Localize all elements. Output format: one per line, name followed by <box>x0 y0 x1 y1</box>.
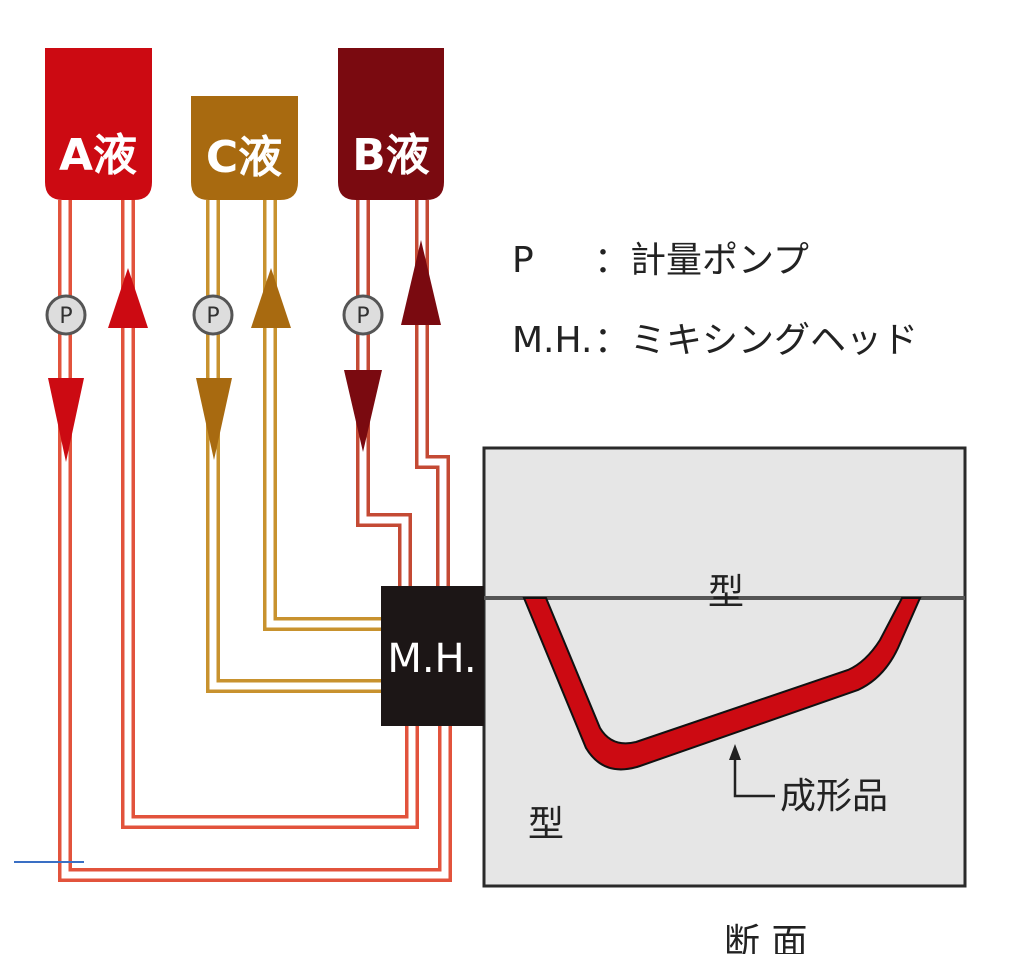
tank-a-body <box>45 48 152 200</box>
pump-a-symbol: P <box>59 304 72 329</box>
b-return-pipe <box>415 200 450 590</box>
c-return-pipe <box>263 200 385 631</box>
legend: P ：計量ポンプ M.H. ：ミキシングヘッド <box>512 240 918 361</box>
pump-circle-icon <box>45 294 87 336</box>
arrow-up-icon <box>729 744 741 760</box>
pump-c: P <box>192 294 234 336</box>
pump-b: P <box>342 294 384 336</box>
a-return-pipe <box>58 200 452 882</box>
legend-mh-desc: ：ミキシングヘッド <box>594 320 918 361</box>
legend-pump-key: P <box>512 240 534 281</box>
tank-a-label: A液 <box>59 130 137 181</box>
pump-circle-icon <box>342 294 384 336</box>
b-feed-pipe <box>356 200 412 590</box>
legend-pump-desc: ：計量ポンプ <box>594 240 809 281</box>
mold: 型 型 成形品 <box>482 446 967 888</box>
tank-c-body <box>191 96 298 200</box>
pump-c-symbol: P <box>206 304 219 329</box>
a-feed-pipe <box>121 200 419 829</box>
pump-circle-icon <box>192 294 234 336</box>
section-caption: 断 面 <box>724 922 807 954</box>
arrow-down-icon <box>196 378 232 460</box>
tank-b: B液 <box>338 48 444 200</box>
arrow-up-icon <box>108 268 148 328</box>
product-leader-line <box>733 752 775 798</box>
mold-upper-label: 型 <box>708 572 744 613</box>
mixing-head: M.H. <box>381 586 484 726</box>
mixing-head-body <box>381 586 484 726</box>
molded-product <box>522 597 922 771</box>
arrow-down-icon <box>344 370 382 452</box>
mixing-head-label: M.H. <box>387 636 476 682</box>
pump-b-symbol: P <box>356 304 369 329</box>
tank-c: C液 <box>191 96 298 200</box>
tank-b-body <box>338 48 444 200</box>
tank-c-label: C液 <box>206 132 282 183</box>
tank-a: A液 <box>45 48 152 200</box>
tank-b-label: B液 <box>352 130 430 181</box>
product-label: 成形品 <box>780 776 888 817</box>
arrow-up-icon <box>251 268 291 328</box>
arrow-up-icon <box>401 240 441 325</box>
arrow-down-icon <box>48 378 84 462</box>
legend-mh-key: M.H. <box>512 320 592 361</box>
c-feed-pipe <box>206 200 385 693</box>
pump-a: P <box>45 294 87 336</box>
mold-lower-label: 型 <box>528 804 564 845</box>
